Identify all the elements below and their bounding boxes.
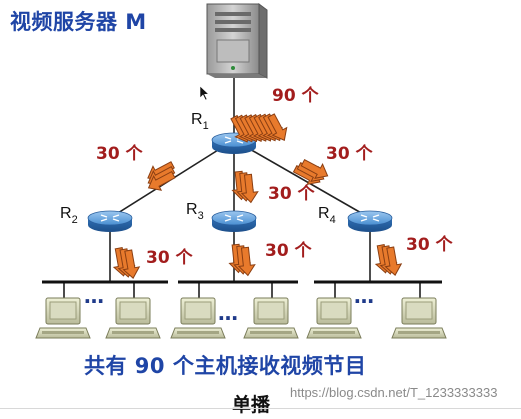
- label-r4-to-lan: 30 个: [406, 234, 454, 255]
- router-label-r2: R2: [60, 205, 78, 226]
- arrow-bundle-r2-to-lan: [110, 246, 142, 281]
- label-r3-to-lan: 30 个: [265, 240, 313, 261]
- router-label-r3: R3: [186, 201, 204, 222]
- host-pc-1: [35, 297, 91, 339]
- arrow-bundle-r4-to-lan: [372, 243, 404, 278]
- arrow-bundle-r1-to-r3: [230, 170, 260, 204]
- ellipsis-lan-3: …: [354, 284, 374, 308]
- routers: [87, 132, 393, 232]
- host-pc-6: [391, 297, 447, 339]
- host-pc-2: [105, 297, 161, 339]
- label-r1-to-r4: 30 个: [326, 143, 374, 164]
- video-server-icon: [206, 3, 268, 79]
- arrow-bundle-r1-to-r2: [143, 157, 178, 196]
- ellipsis-lan-2: …: [218, 301, 238, 325]
- host-pc-4: [243, 297, 299, 339]
- diagram-caption: 共有 90 个主机接收视频节目: [84, 354, 367, 378]
- router-r3-icon: [211, 210, 257, 232]
- label-server-to-r1: 90 个: [272, 85, 320, 106]
- arrow-bundle-r3-to-lan: [227, 243, 257, 277]
- host-computers: [35, 297, 447, 339]
- label-r2-to-lan: 30 个: [146, 247, 194, 268]
- label-r1-to-r2: 30 个: [96, 143, 144, 164]
- bottom-divider: [0, 408, 521, 409]
- ellipsis-lan-1: …: [84, 284, 104, 308]
- server-title: 视频服务器 M: [10, 10, 147, 34]
- host-ellipses: … … …: [84, 284, 374, 325]
- router-r4-icon: [347, 210, 393, 232]
- cursor-icon: [199, 85, 210, 101]
- label-r1-to-r3: 30 个: [268, 183, 316, 204]
- watermark-text: https://blog.csdn.net/T_1233333333: [290, 385, 498, 400]
- router-r2-icon: [87, 210, 133, 232]
- lan-drops: [63, 282, 421, 300]
- host-pc-5: [306, 297, 362, 339]
- host-pc-3: [170, 297, 226, 339]
- router-labels: R1 R2 R3 R4: [60, 111, 336, 226]
- router-label-r4: R4: [318, 205, 336, 226]
- flow-count-labels: 90 个 30 个 30 个 30 个 30 个 30 个 30 个: [96, 85, 454, 268]
- router-label-r1: R1: [191, 111, 209, 132]
- transmission-mode-label: 单播: [232, 394, 271, 416]
